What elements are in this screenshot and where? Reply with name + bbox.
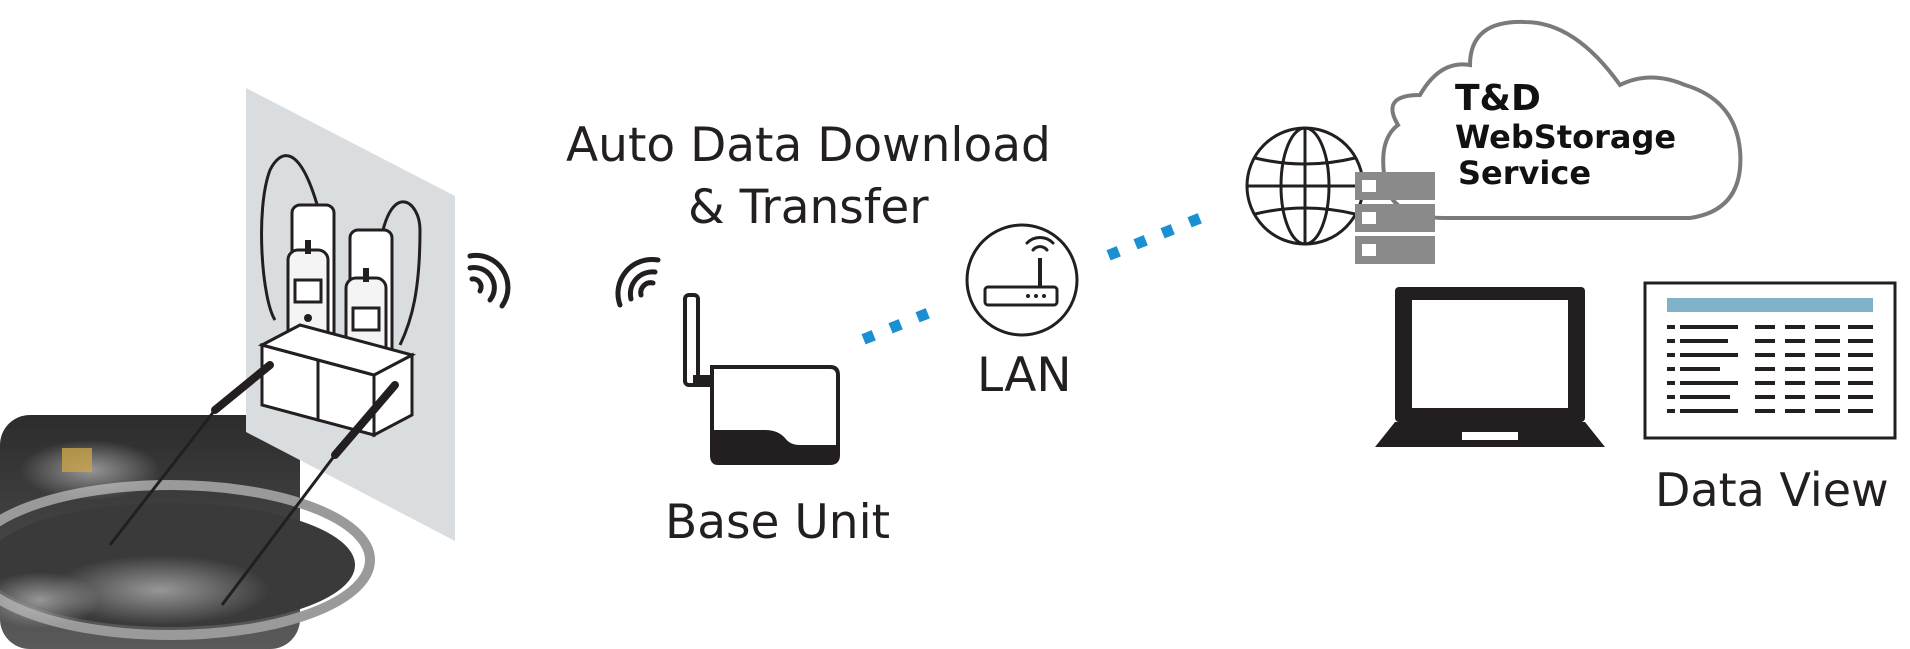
- base-unit-signal-icon: [615, 256, 661, 308]
- base-unit-label: Base Unit: [665, 495, 891, 550]
- caption-line-1: Auto Data Download: [566, 118, 1051, 173]
- cloud-icon: [1381, 19, 1743, 220]
- cloud-title-line-3: Service: [1458, 154, 1592, 192]
- server-icon: [1355, 172, 1435, 264]
- wireless-signal-icon: [467, 252, 511, 309]
- temperature-logger-icon: [108, 154, 422, 606]
- router-icon: [965, 223, 1079, 337]
- base-unit-icon: [683, 293, 840, 465]
- laptop-icon: [1375, 287, 1605, 447]
- lan-link-dots: [861, 213, 1202, 345]
- cloud-title-line-2: WebStorage: [1455, 118, 1677, 156]
- data-view-label: Data View: [1655, 463, 1889, 517]
- pot-photo: [0, 415, 375, 649]
- globe-icon: [1245, 126, 1365, 246]
- lan-label: LAN: [977, 348, 1072, 403]
- caption-line-2: & Transfer: [688, 180, 929, 235]
- data-table-icon: [1643, 281, 1897, 440]
- cloud-title-line-1: T&D: [1455, 78, 1541, 119]
